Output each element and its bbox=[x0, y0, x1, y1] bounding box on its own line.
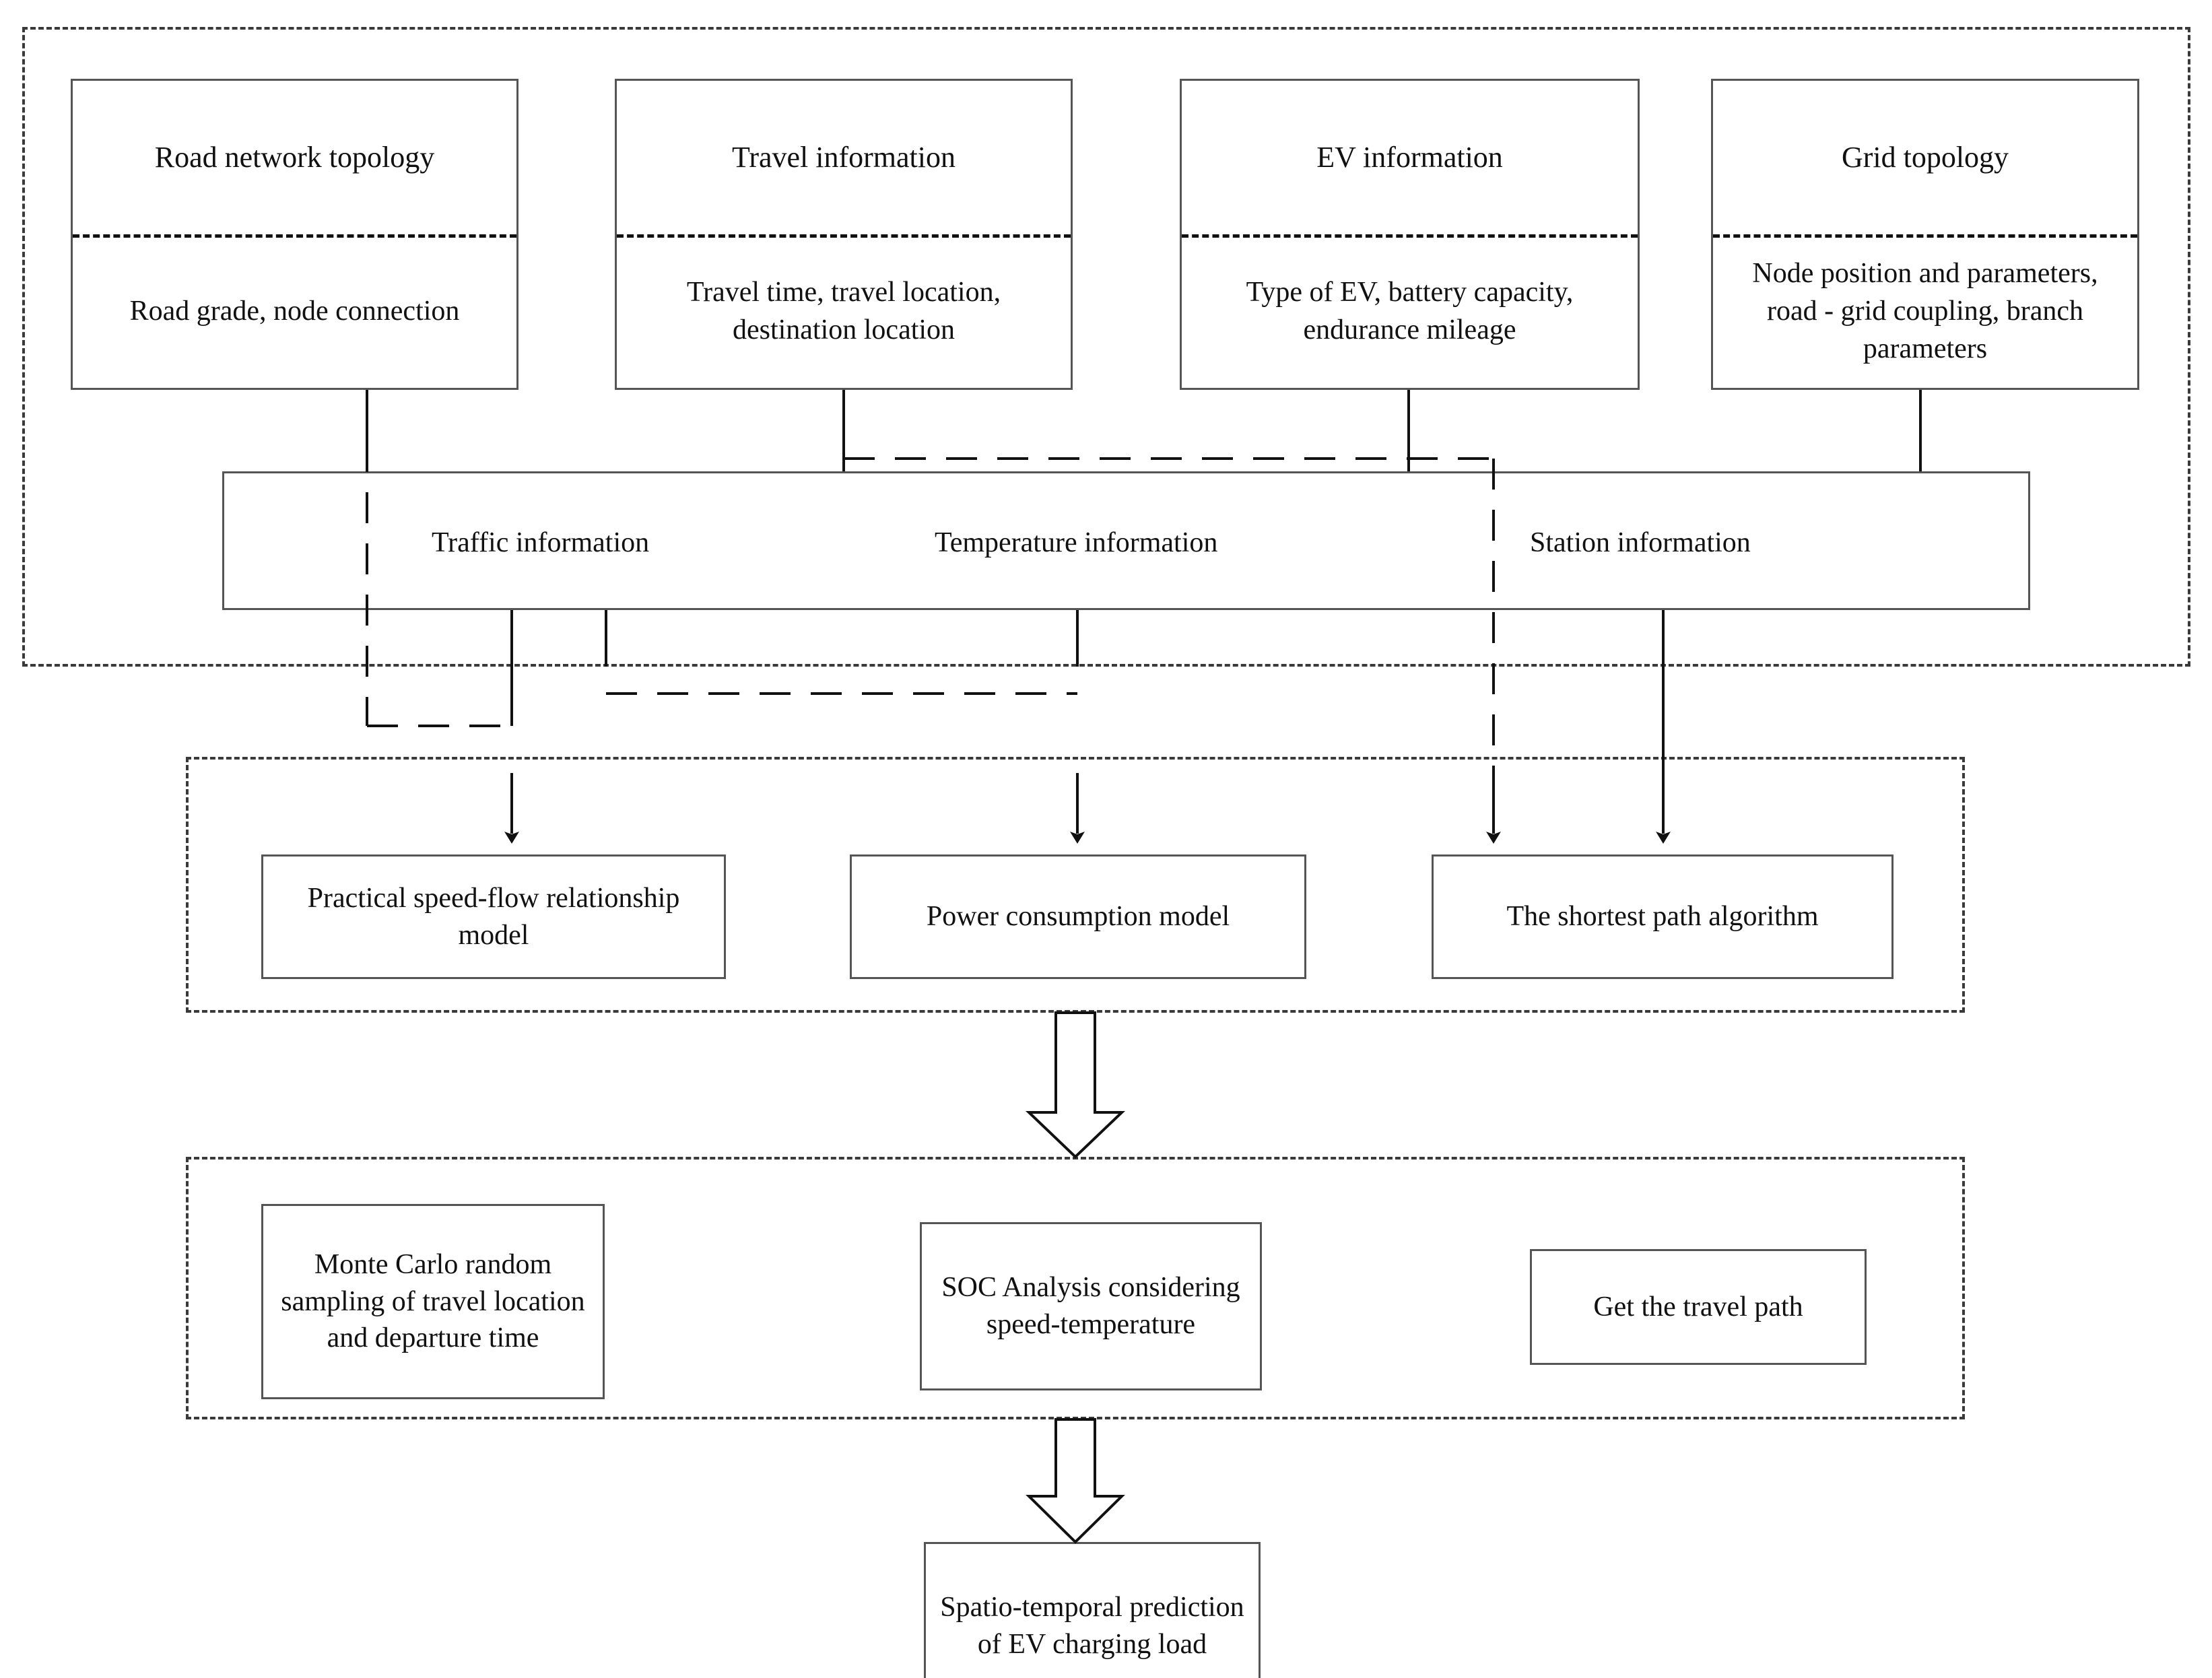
card-separator bbox=[617, 234, 1071, 238]
box-label: Practical speed-flow relationship model bbox=[307, 882, 680, 951]
box-label: Power consumption model bbox=[926, 901, 1230, 933]
box-get-travel-path[interactable]: Get the travel path bbox=[1530, 1249, 1867, 1365]
derived-information-band bbox=[222, 471, 2030, 610]
card-head-label: Travel information bbox=[732, 140, 956, 174]
card-body: Type of EV, battery capacity, endurance … bbox=[1182, 234, 1638, 388]
card-body-label: Road grade, node connection bbox=[129, 295, 460, 327]
box-power-consumption-model[interactable]: Power consumption model bbox=[850, 854, 1306, 979]
band-label-traffic-information: Traffic information bbox=[432, 527, 650, 558]
card-separator bbox=[1182, 234, 1638, 238]
card-body-label: Node position and parameters, road - gri… bbox=[1752, 257, 2098, 365]
block-arrow-analysis-to-output bbox=[1026, 1418, 1125, 1544]
card-grid-topology[interactable]: Grid topology Node position and paramete… bbox=[1711, 79, 2139, 390]
card-body-label: Type of EV, battery capacity, endurance … bbox=[1246, 276, 1574, 345]
card-travel-information[interactable]: Travel information Travel time, travel l… bbox=[615, 79, 1073, 390]
card-head: Road network topology bbox=[73, 81, 516, 234]
box-label: Monte Carlo random sampling of travel lo… bbox=[281, 1249, 585, 1354]
block-arrow-model-to-analysis bbox=[1026, 1011, 1125, 1159]
card-body-label: Travel time, travel location, destinatio… bbox=[686, 276, 1001, 345]
box-shortest-path-algorithm[interactable]: The shortest path algorithm bbox=[1432, 854, 1893, 979]
box-label: Spatio-temporal prediction of EV chargin… bbox=[940, 1592, 1244, 1660]
card-head-label: EV information bbox=[1316, 140, 1503, 174]
box-monte-carlo-random-sampling[interactable]: Monte Carlo random sampling of travel lo… bbox=[261, 1204, 605, 1399]
box-label: SOC Analysis considering speed-temperatu… bbox=[941, 1272, 1240, 1340]
card-road-network-topology[interactable]: Road network topology Road grade, node c… bbox=[71, 79, 518, 390]
input-layer-container bbox=[22, 27, 2190, 667]
card-body: Node position and parameters, road - gri… bbox=[1713, 234, 2137, 388]
card-head: EV information bbox=[1182, 81, 1638, 234]
box-label: The shortest path algorithm bbox=[1506, 901, 1819, 933]
box-label: Get the travel path bbox=[1593, 1291, 1803, 1322]
card-separator bbox=[73, 234, 516, 238]
card-head: Travel information bbox=[617, 81, 1071, 234]
card-body: Travel time, travel location, destinatio… bbox=[617, 234, 1071, 388]
band-label-temperature-information: Temperature information bbox=[935, 527, 1218, 558]
card-head-label: Grid topology bbox=[1841, 140, 2009, 174]
card-head: Grid topology bbox=[1713, 81, 2137, 234]
band-label-station-information: Station information bbox=[1530, 527, 1751, 558]
card-ev-information[interactable]: EV information Type of EV, battery capac… bbox=[1180, 79, 1640, 390]
card-head-label: Road network topology bbox=[154, 140, 435, 174]
box-practical-speed-flow-relationship-model[interactable]: Practical speed-flow relationship model bbox=[261, 854, 726, 979]
box-spatio-temporal-prediction-output[interactable]: Spatio-temporal prediction of EV chargin… bbox=[924, 1542, 1261, 1678]
card-separator bbox=[1713, 234, 2137, 238]
box-soc-analysis[interactable]: SOC Analysis considering speed-temperatu… bbox=[920, 1222, 1262, 1390]
card-body: Road grade, node connection bbox=[73, 234, 516, 388]
